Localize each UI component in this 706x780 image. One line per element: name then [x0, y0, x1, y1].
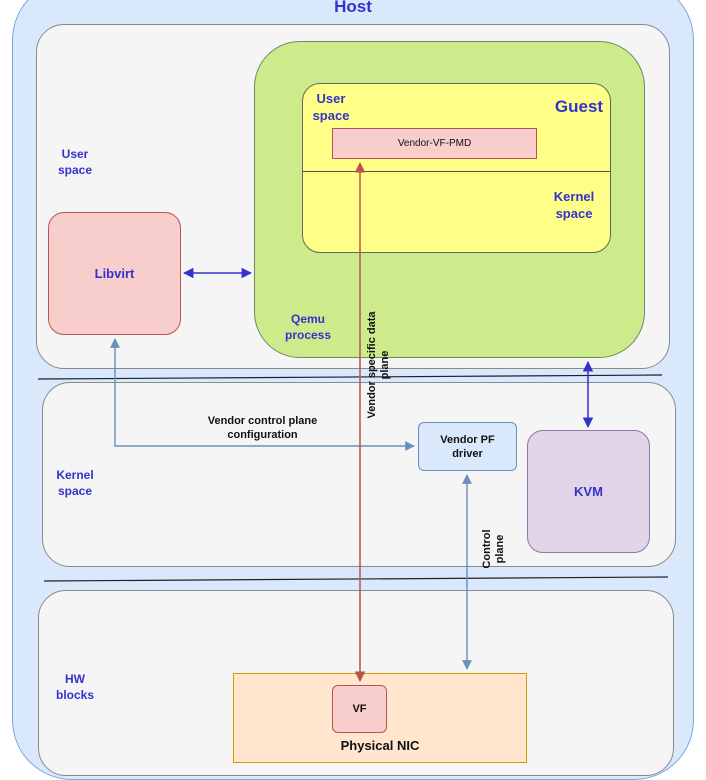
guest-box: [302, 83, 611, 253]
guest-user-space-label: User space: [312, 91, 350, 123]
physical-nic-label: Physical NIC: [340, 738, 420, 753]
libvirt-box: Libvirt: [48, 212, 181, 335]
host-title: Host: [334, 0, 372, 16]
guest-title: Guest: [554, 97, 604, 116]
hw-blocks-label: HW blocks: [55, 672, 94, 702]
control-plane-label: Control plane: [481, 529, 506, 569]
vendor-vf-pmd-box: Vendor-VF-PMD: [332, 128, 537, 159]
pf-driver-label-line1: Vendor PF: [440, 433, 495, 446]
user-kernel-separator: [37, 374, 663, 380]
user-space-label: User space: [57, 147, 93, 177]
kernel-hw-separator: [43, 576, 669, 582]
libvirt-label: Libvirt: [94, 266, 135, 281]
kvm-label: KVM: [574, 484, 603, 499]
vf-box: VF: [332, 685, 387, 733]
control-config-label: Vendor control plane configuration: [207, 415, 318, 441]
pf-driver-label-line2: driver: [452, 447, 483, 460]
control-config-arrow: [110, 338, 415, 451]
kvm-box: KVM: [527, 430, 650, 553]
kernel-space-label: Kernel space: [56, 468, 94, 498]
vendor-pf-driver-box: Vendor PF driver: [418, 422, 517, 471]
vendor-vf-pmd-label: Vendor-VF-PMD: [397, 138, 472, 149]
guest-divider: [303, 171, 610, 172]
guest-kernel-space-label: Kernel space: [553, 189, 595, 221]
vf-label: VF: [352, 703, 367, 715]
data-plane-label: Vendor specific data plane: [366, 311, 391, 419]
